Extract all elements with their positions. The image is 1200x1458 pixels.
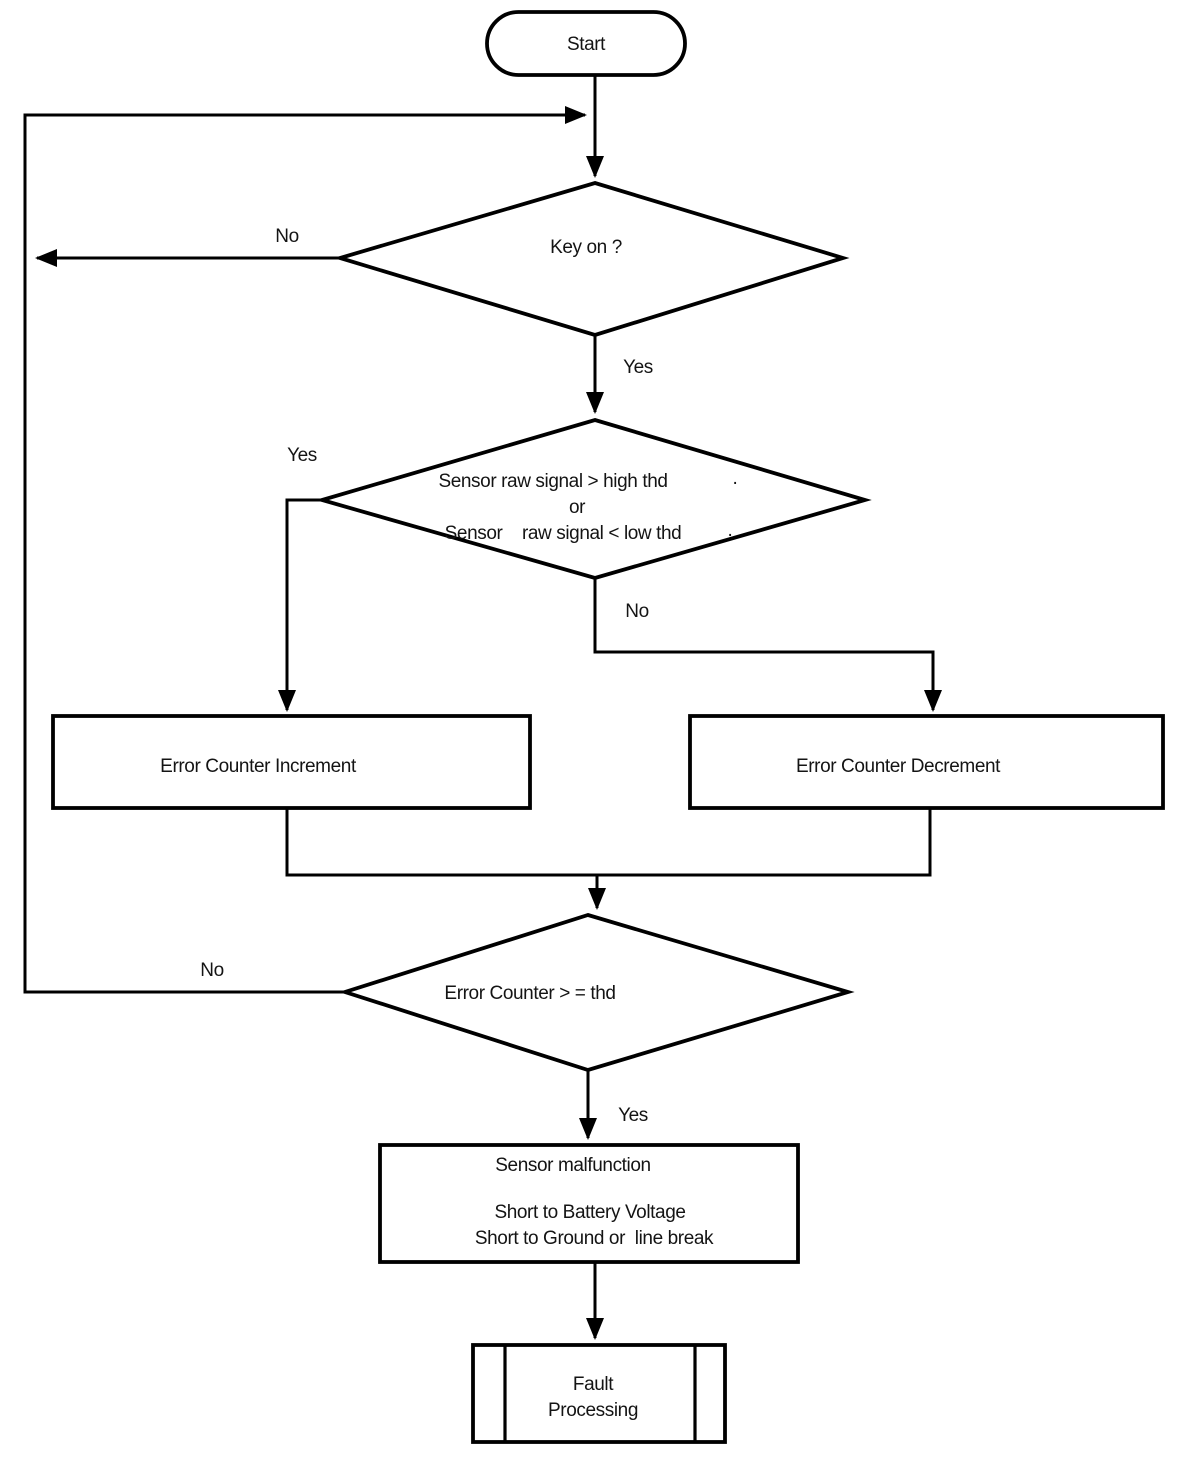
counter-yes-label: Yes [618,1105,648,1126]
signal-check-line1: Sensor raw signal > high thd [438,471,667,492]
sensor-malfunction-line1: Sensor malfunction [495,1155,650,1176]
error-counter-decrement-label: Error Counter Decrement [796,756,1001,777]
keyon-yes-label: Yes [623,357,653,378]
error-counter-increment-node [51,714,532,810]
error-counter-increment-label: Error Counter Increment [160,756,357,777]
signal-check-line3-dot: . [728,520,733,541]
sensor-malfunction-line3: Short to Ground or line break [475,1228,714,1249]
start-node [485,10,687,77]
error-counter-decrement-node [688,714,1165,810]
keyon-decision [333,181,850,337]
keyon-no-label: No [275,226,299,247]
signal-check-decision [315,418,872,580]
error-counter-check-label: Error Counter > = thd [444,983,615,1004]
counter-no-label: No [200,960,224,981]
error-counter-check-decision [338,913,855,1072]
fault-processing-line1: Fault [573,1374,614,1395]
signal-check-line3: Sensor raw signal < low thd [445,523,682,544]
sensor-malfunction-node [378,1143,800,1264]
fault-processing-node [471,1343,727,1444]
fault-processing-line2: Processing [548,1400,638,1421]
signal-check-line1-dot: . [733,468,738,489]
sensor-malfunction-line2: Short to Battery Voltage [494,1202,685,1223]
start-label: Start [567,34,606,55]
edge-counter-no-loop-return [23,106,587,994]
edge-merge-lines [285,808,932,877]
edge-signal-no [593,578,942,712]
signal-yes-label: Yes [287,445,317,466]
keyon-label: Key on ? [550,237,622,258]
signal-no-label: No [625,601,649,622]
edge-signal-yes [278,498,322,712]
signal-check-line2: or [569,497,586,518]
